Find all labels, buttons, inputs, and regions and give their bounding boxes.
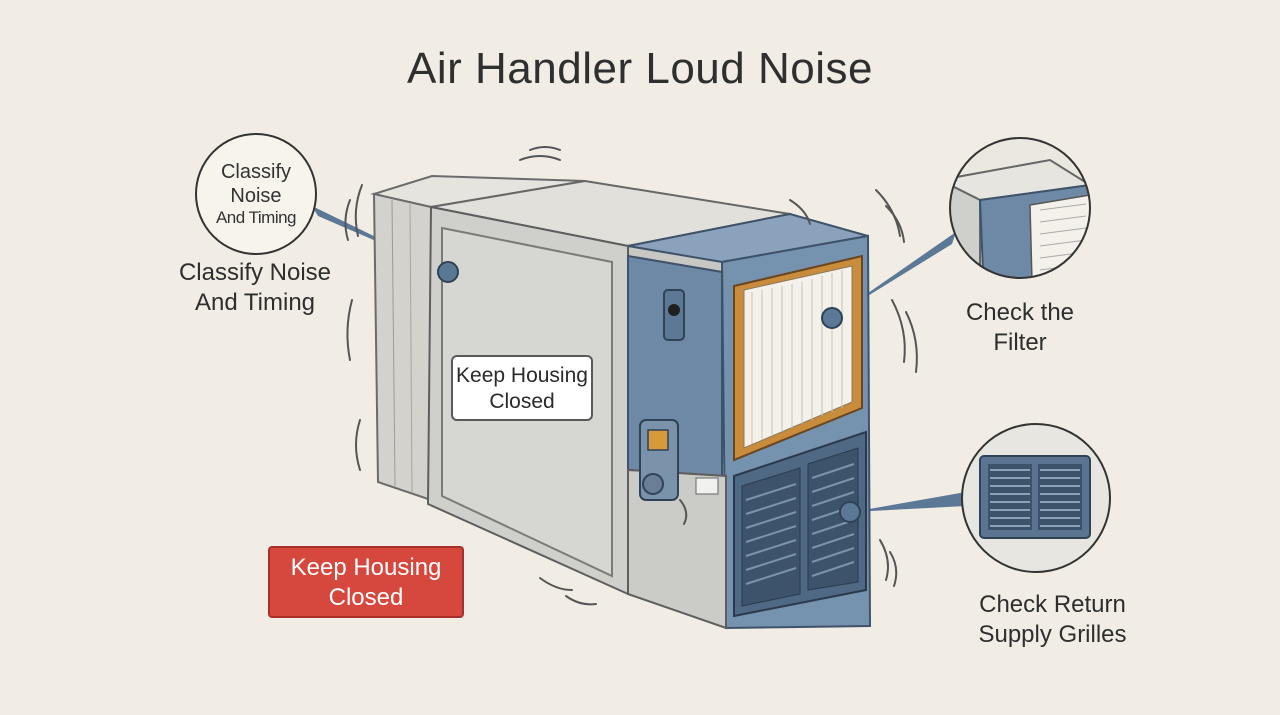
noise-circle-line3: And Timing <box>215 208 297 227</box>
noise-callout-dot <box>437 261 459 283</box>
red-sign-line2: Closed <box>328 584 404 611</box>
noise-circle-line2: Noise <box>230 185 282 207</box>
grilles-callout-label: Check Return Supply Grilles <box>950 590 1155 650</box>
filter-media-lines <box>751 270 843 444</box>
noise-callout-circle <box>195 133 317 255</box>
panel-warning-sign: Keep Housing Closed <box>451 355 593 421</box>
noise-circle-line1: Classify <box>220 161 291 183</box>
noise-label-line2: And Timing <box>194 289 316 316</box>
panel-sign-line2: Closed <box>489 390 555 413</box>
noise-callout-label: Classify Noise And Timing <box>150 258 360 318</box>
housing-back-section <box>370 174 586 502</box>
grilles-label-line2: Supply Grilles <box>978 621 1127 648</box>
noise-label-line1: Classify Noise <box>178 259 332 286</box>
vibration-marks <box>344 146 918 606</box>
panel-sign-line1: Keep Housing <box>456 364 588 387</box>
filter-label-line2: Filter <box>993 329 1047 356</box>
filter-detail-circle <box>949 137 1091 279</box>
filter-callout-label: Check the Filter <box>940 298 1100 358</box>
red-sign-line1: Keep Housing <box>290 554 442 581</box>
filter-label-line1: Check the <box>965 299 1075 326</box>
filter-callout-dot <box>821 307 843 329</box>
blower-unit <box>627 212 872 630</box>
grilles-label-line1: Check Return <box>979 591 1126 618</box>
grille-detail-circle <box>961 423 1111 573</box>
page-title: Air Handler Loud Noise <box>407 44 873 93</box>
grille-callout-dot <box>839 501 861 523</box>
noise-circle-text: Classify Noise And Timing <box>200 160 312 228</box>
red-warning-sign: Keep Housing Closed <box>268 546 464 618</box>
